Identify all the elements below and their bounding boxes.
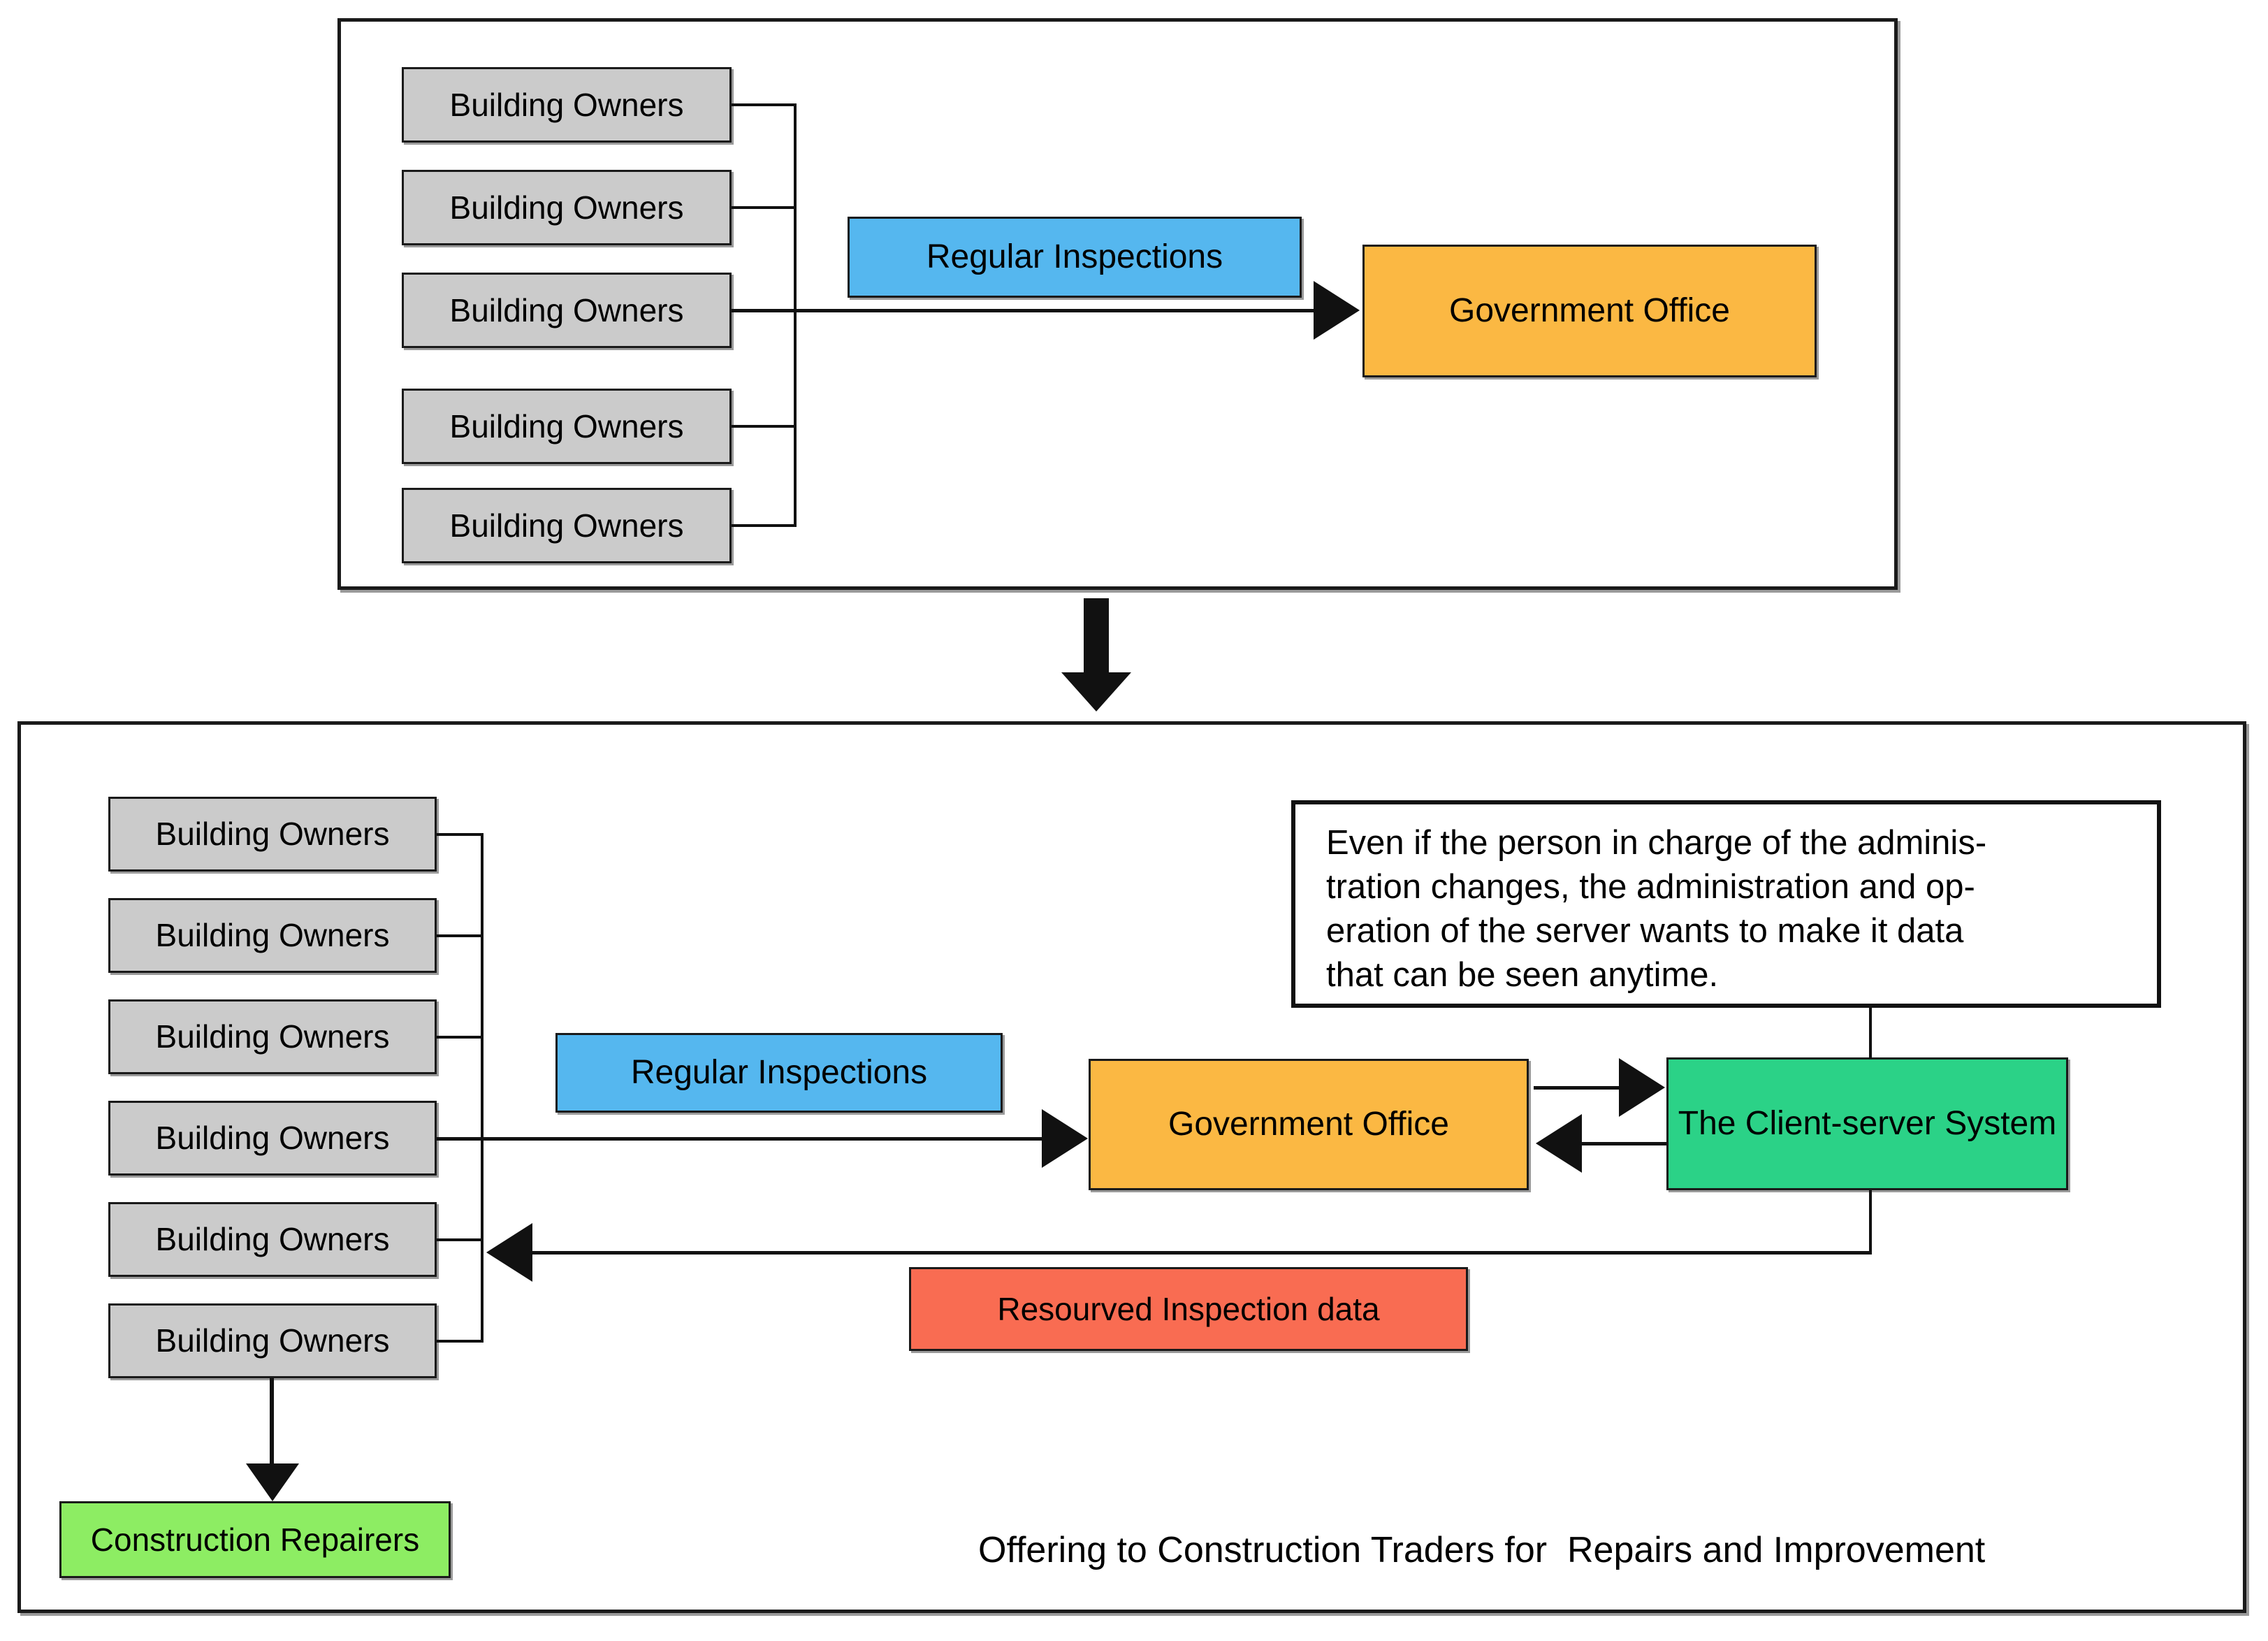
- regular-inspections-label: Regular Inspections: [630, 1053, 928, 1091]
- return-line-horizontal: [532, 1251, 1872, 1255]
- connector-line: [732, 524, 797, 527]
- panel-transition-arrow-shaft: [1084, 598, 1109, 674]
- building-owners-box: Building Owners: [402, 389, 732, 464]
- building-owners-box: Building Owners: [108, 999, 437, 1074]
- arrow-line: [1582, 1142, 1666, 1145]
- arrow-line: [270, 1378, 274, 1463]
- government-office-box: Government Office: [1362, 245, 1817, 377]
- note-connector-line: [1869, 1008, 1872, 1059]
- building-owners-box: Building Owners: [402, 170, 732, 245]
- building-owners-box: Building Owners: [108, 1202, 437, 1277]
- client-server-system-box: The Client-server System: [1666, 1057, 2068, 1190]
- arrow-line: [1534, 1086, 1623, 1090]
- arrowhead-right-icon: [1042, 1109, 1088, 1168]
- construction-repairers-label: Construction Repairers: [90, 1521, 420, 1558]
- building-owners-box: Building Owners: [402, 67, 732, 143]
- trunk-line: [481, 833, 484, 1343]
- connector-line: [732, 206, 797, 209]
- building-owners-label: Building Owners: [449, 189, 684, 226]
- government-office-box: Government Office: [1089, 1059, 1529, 1190]
- return-line-vertical: [1869, 1190, 1872, 1255]
- connector-line: [437, 833, 482, 836]
- note-line: eration of the server wants to make it d…: [1326, 912, 1964, 950]
- building-owners-label: Building Owners: [155, 1120, 390, 1157]
- building-owners-label: Building Owners: [155, 1221, 390, 1258]
- government-office-label: Government Office: [1449, 291, 1730, 329]
- arrow-line: [437, 1137, 1042, 1141]
- building-owners-label: Building Owners: [155, 1322, 390, 1359]
- regular-inspections-box: Regular Inspections: [555, 1033, 1003, 1113]
- construction-repairers-box: Construction Repairers: [59, 1501, 451, 1578]
- regular-inspections-box: Regular Inspections: [848, 217, 1302, 298]
- building-owners-box: Building Owners: [108, 1101, 437, 1176]
- note-box: Even if the person in charge of the admi…: [1291, 800, 2161, 1008]
- connector-line: [437, 1340, 482, 1343]
- offering-caption: Offering to Construction Traders for Rep…: [978, 1530, 1986, 1570]
- connector-line: [732, 103, 797, 106]
- arrowhead-left-icon: [1536, 1114, 1582, 1173]
- resourced-inspection-data-label: Resourved Inspection data: [997, 1290, 1380, 1327]
- panel-transition-arrowhead-icon: [1061, 672, 1131, 711]
- trunk-line: [794, 103, 797, 527]
- arrowhead-left-icon: [486, 1223, 532, 1282]
- arrow-line: [732, 309, 1314, 312]
- arrowhead-right-icon: [1314, 281, 1360, 340]
- building-owners-box: Building Owners: [108, 898, 437, 973]
- resourced-inspection-data-box: Resourved Inspection data: [909, 1267, 1468, 1351]
- connector-line: [732, 425, 797, 428]
- note-line: that can be seen anytime.: [1326, 956, 1719, 994]
- building-owners-label: Building Owners: [155, 816, 390, 853]
- connector-line: [437, 1036, 482, 1039]
- regular-inspections-label: Regular Inspections: [926, 238, 1223, 275]
- note-line: tration changes, the administration and …: [1326, 868, 1975, 906]
- building-owners-box: Building Owners: [402, 273, 732, 348]
- building-owners-label: Building Owners: [449, 507, 684, 544]
- note-line: Even if the person in charge of the admi…: [1326, 824, 1987, 862]
- connector-line: [437, 934, 482, 937]
- client-server-system-label: The Client-server System: [1678, 1104, 2057, 1142]
- building-owners-label: Building Owners: [449, 407, 684, 444]
- arrowhead-right-icon: [1619, 1058, 1665, 1117]
- building-owners-label: Building Owners: [449, 86, 684, 123]
- building-owners-box: Building Owners: [108, 797, 437, 872]
- arrowhead-down-icon: [246, 1463, 299, 1501]
- building-owners-label: Building Owners: [155, 917, 390, 954]
- building-owners-label: Building Owners: [449, 291, 684, 328]
- building-owners-box: Building Owners: [402, 488, 732, 563]
- connector-line: [437, 1238, 482, 1241]
- building-owners-label: Building Owners: [155, 1018, 390, 1055]
- building-owners-box: Building Owners: [108, 1303, 437, 1378]
- government-office-label: Government Office: [1168, 1105, 1449, 1143]
